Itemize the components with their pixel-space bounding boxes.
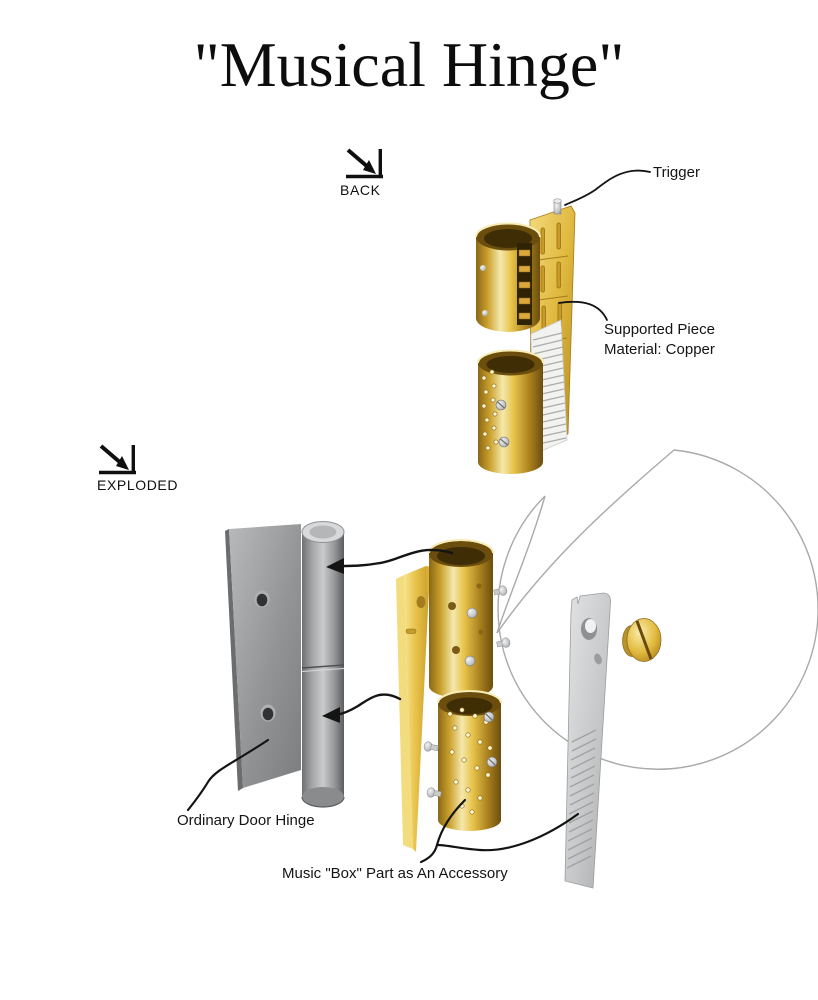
- music-box-callout-label: Music "Box" Part as An Accessory: [282, 865, 508, 882]
- detail-drum-screws: [495, 399, 510, 448]
- hinge-plate-screw-holes: [254, 590, 276, 722]
- leader-ordinary-hinge: [186, 738, 270, 812]
- detail-circle-tail: [496, 449, 675, 634]
- fastener-screws: [423, 585, 511, 798]
- upper-brass-cylinder: [428, 539, 494, 698]
- detail-music-drum: [477, 349, 544, 474]
- supported-piece-line2: Material: Copper: [604, 340, 715, 358]
- arrowhead-lower: [322, 707, 340, 723]
- brass-button-render: [622, 618, 662, 662]
- ordinary-hinge-callout-label: Ordinary Door Hinge: [177, 812, 315, 829]
- leader-trigger: [564, 169, 651, 206]
- comb-teeth: [566, 729, 597, 869]
- barrel-knuckle-seam: [301, 664, 345, 669]
- musical-hinge-leaf-render: [396, 539, 511, 852]
- exploded-view-label: EXPLODED: [97, 477, 179, 493]
- blade-side-face: [396, 575, 413, 849]
- detail-musical-hinge-back: [475, 198, 576, 474]
- detail-upper-knuckle: [475, 222, 541, 332]
- page-title: "Musical Hinge": [193, 29, 625, 100]
- leader-supported-piece: [558, 300, 608, 321]
- music-drum-render: [437, 690, 502, 831]
- supported-piece-callout-label: Supported Piece Material: Copper: [604, 320, 715, 359]
- detail-circle: [475, 198, 818, 770]
- exploded-icon: [99, 444, 136, 475]
- arrow-upper-knuckle: [338, 548, 454, 568]
- arrowhead-upper: [326, 558, 344, 574]
- blade-front-face: [404, 566, 430, 852]
- detail-drum-pins: [481, 369, 499, 451]
- leader-music-box-comb: [435, 812, 580, 852]
- hinge-barrel: [301, 521, 345, 808]
- detail-trigger-pin: [553, 198, 562, 215]
- back-view-label: BACK: [340, 182, 381, 198]
- back-icon: [346, 148, 383, 179]
- arrow-lower-knuckle: [334, 693, 402, 717]
- ordinary-door-hinge-render: [225, 521, 345, 808]
- trigger-callout-label: Trigger: [653, 164, 700, 181]
- annotation-lines: [186, 169, 651, 864]
- supported-piece-line1: Supported Piece: [604, 321, 715, 338]
